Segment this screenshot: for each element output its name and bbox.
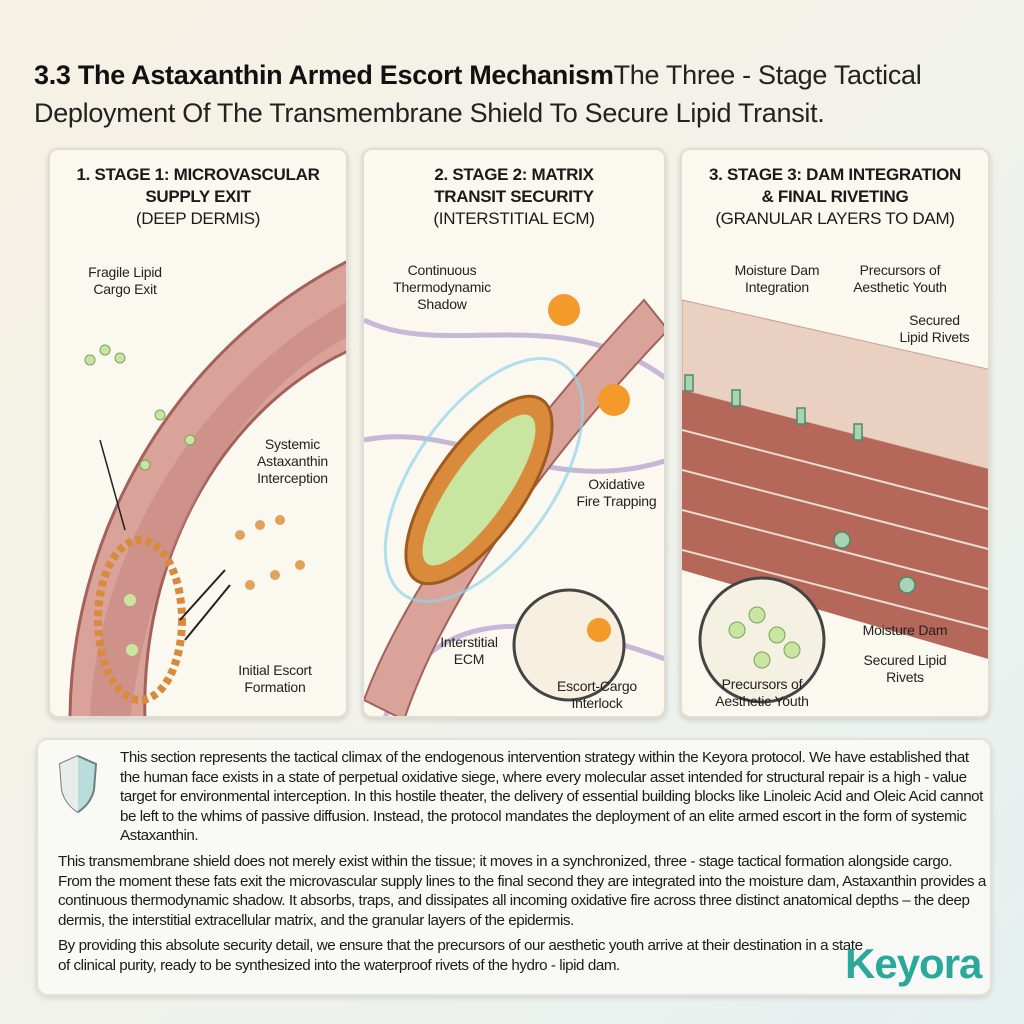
microvascular-vessel-illustration [68, 260, 346, 716]
stage-2-title-line1: 2. STAGE 2: MATRIX [434, 165, 594, 184]
moisture-dam-illustration [682, 299, 988, 704]
stage-3-title-line2: & FINAL RIVETING [761, 187, 909, 206]
stage-2-title-line2: TRANSIT SECURITY [434, 187, 594, 206]
stage-3-subtitle: (GRANULAR LAYERS TO DAM) [715, 209, 955, 228]
description-box: This section represents the tactical cli… [36, 738, 992, 996]
ecm-transit-illustration [364, 294, 664, 716]
label-fragile-lipid-cargo-exit: Fragile Lipid Cargo Exit [88, 264, 162, 297]
label-interstitial-ecm: Interstitial ECM [440, 634, 498, 667]
label-continuous-thermodynamic-shadow: Continuous Thermodynamic Shadow [393, 262, 491, 312]
stage-3-title-line1: 3. STAGE 3: DAM INTEGRATION [709, 165, 961, 184]
label-moisture-dam-integration: Moisture Dam Integration [734, 262, 820, 295]
label-escort-cargo-interlock: Escort-Cargo Interlock [556, 678, 638, 711]
label-precursors-of-aesthetic-youth-bottom: Precursors of Aesthetic Youth [715, 676, 809, 709]
shield-icon [58, 754, 98, 814]
stage-3-panel: 3. STAGE 3: DAM INTEGRATION & FINAL RIVE… [680, 148, 990, 718]
page-title: 3.3 The Astaxanthin Armed Escort Mechani… [34, 56, 994, 132]
paragraph-3: By providing this absolute security deta… [58, 937, 863, 974]
stage-2-heading: 2. STAGE 2: MATRIX TRANSIT SECURITY (INT… [364, 164, 664, 230]
stage-1-title-line2: SUPPLY EXIT [145, 187, 251, 206]
label-precursors-of-aesthetic-youth-top: Precursors of Aesthetic Youth [853, 262, 947, 295]
label-systemic-astaxanthin-interception: Systemic Astaxanthin Interception [257, 436, 328, 486]
label-secured-lipid-rivets-top: Secured Lipid Rivets [899, 312, 970, 345]
stage-1-heading: 1. STAGE 1: MICROVASCULAR SUPPLY EXIT (D… [50, 164, 346, 230]
stage-3-heading: 3. STAGE 3: DAM INTEGRATION & FINAL RIVE… [682, 164, 988, 230]
label-moisture-dam: Moisture Dam [862, 622, 948, 638]
keyora-logo: Keyora [845, 940, 982, 987]
stage-1-subtitle: (DEEP DERMIS) [135, 209, 261, 228]
label-initial-escort-formation: Initial Escort Formation [238, 662, 312, 695]
paragraph-1: This section represents the tactical cli… [120, 749, 983, 844]
label-oxidative-fire-trapping: Oxidative Fire Trapping [576, 476, 657, 509]
stage-1-title-line1: 1. STAGE 1: MICROVASCULAR [76, 165, 320, 184]
stage-2-panel: 2. STAGE 2: MATRIX TRANSIT SECURITY (INT… [362, 148, 666, 718]
stage-1-panel: 1. STAGE 1: MICROVASCULAR SUPPLY EXIT (D… [48, 148, 348, 718]
label-secured-lipid-rivets-bottom: Secured Lipid Rivets [863, 652, 947, 685]
paragraph-2: This transmembrane shield does not merel… [58, 853, 986, 929]
title-main: 3.3 The Astaxanthin Armed Escort Mechani… [34, 60, 614, 90]
title-subtitle: The Three - Stage Tactical Deployment Of… [34, 60, 922, 128]
stage-2-subtitle: (INTERSTITIAL ECM) [433, 209, 595, 228]
